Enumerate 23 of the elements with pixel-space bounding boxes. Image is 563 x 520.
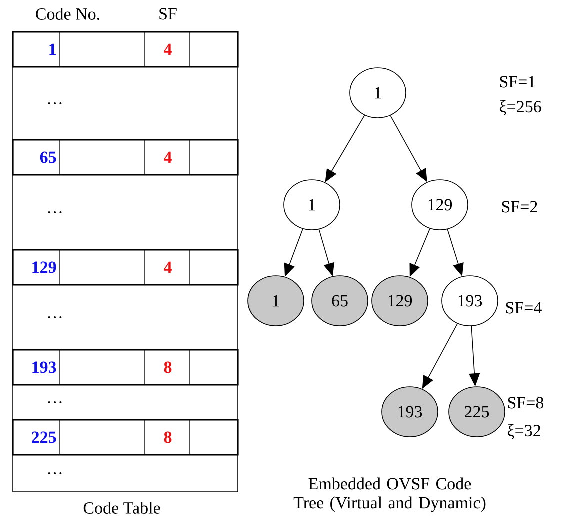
level-label: ξ=256 — [500, 100, 542, 116]
spreading-factor: 8 — [164, 362, 172, 374]
ellipsis: … — [48, 316, 62, 318]
code-number: 65 — [40, 152, 56, 164]
level-label: SF=1 — [500, 76, 536, 88]
ellipsis: … — [48, 211, 62, 214]
spreading-factor: 8 — [164, 432, 172, 444]
column-header: Code No. — [36, 8, 100, 20]
code-number: 129 — [32, 262, 56, 274]
arrow — [325, 115, 366, 182]
code-number: 1 — [50, 44, 56, 56]
ellipsis: … — [48, 472, 62, 474]
code-number: 193 — [32, 362, 56, 374]
column-header: SF — [160, 8, 177, 20]
spreading-factor: 4 — [164, 262, 172, 274]
spreading-factor: 4 — [164, 152, 172, 164]
level-label: SF=2 — [502, 201, 538, 213]
code-number: 225 — [32, 432, 56, 444]
spreading-factor: 4 — [164, 44, 172, 56]
ellipsis: … — [48, 102, 62, 104]
table-caption: Code Table — [84, 502, 160, 514]
ellipsis: … — [48, 401, 62, 404]
tree-caption: Embedded OVSF Code Tree (Virtual and Dynamic) — [294, 478, 486, 512]
